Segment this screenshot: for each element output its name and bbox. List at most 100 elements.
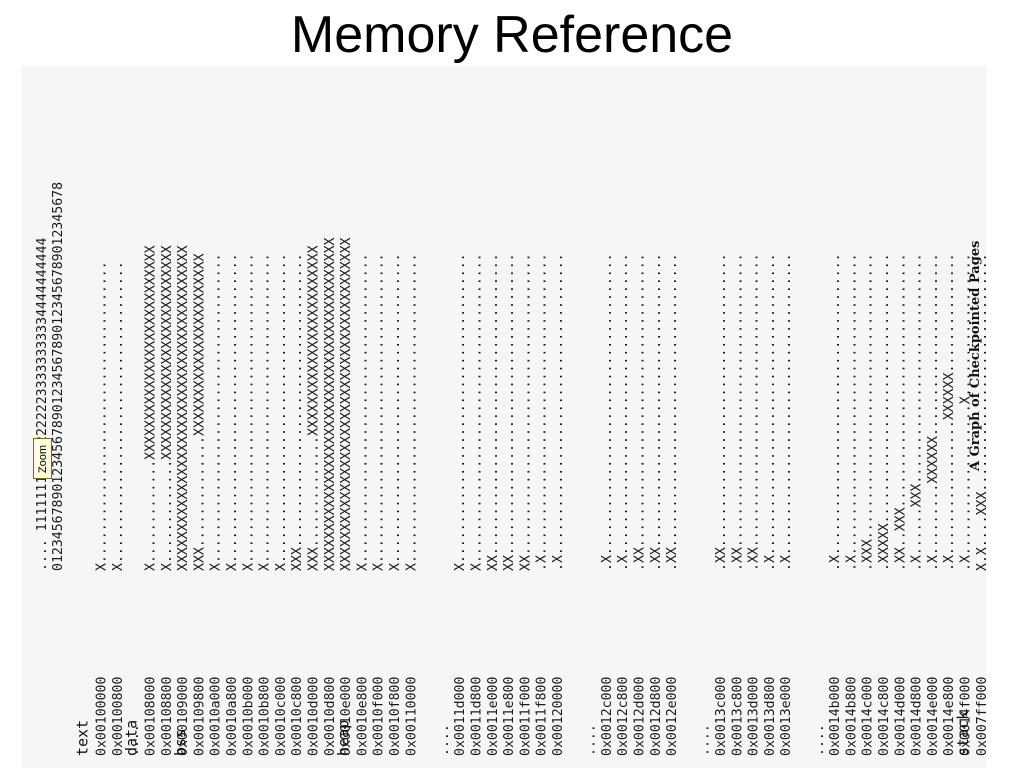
slide-title: Memory Reference <box>290 6 734 64</box>
page-access-marks: .X...................................... <box>616 253 631 571</box>
page-address: 0x0010d800 <box>323 677 338 756</box>
page-access-marks: .XX..................................... <box>665 253 680 571</box>
page-address: 0x0010b800 <box>258 677 273 756</box>
segment-label: bss <box>171 729 189 756</box>
page-address: 0x00110000 <box>404 677 419 756</box>
page-access-marks: X...................................... <box>111 261 126 571</box>
segment-label: data <box>123 720 141 756</box>
zoom-button-label: Zoom <box>36 444 49 473</box>
page-address: 0x007ff000 <box>975 677 986 756</box>
page-access-marks: X....................................... <box>209 253 224 571</box>
page-access-marks: XXX..................................... <box>290 253 305 571</box>
page-access-marks: .XX..XXX................................ <box>893 253 908 571</box>
page-address: 0x0014d000 <box>893 677 908 756</box>
page-address: 0x0010e800 <box>355 677 370 756</box>
page-access-marks: .X...................................... <box>600 253 615 571</box>
page-address: 0x00120000 <box>551 677 566 756</box>
page-access-marks: .X...................................... <box>779 253 794 571</box>
page-access-marks: X....................................... <box>404 253 419 571</box>
page-address: 0x0014b000 <box>828 677 843 756</box>
page-access-marks: .X...................................... <box>844 253 859 571</box>
page-address: 0x00108000 <box>144 677 159 756</box>
page-address: .... <box>812 724 827 756</box>
page-access-marks: X....................................... <box>372 253 387 571</box>
page-address: 0x0012d000 <box>633 677 648 756</box>
page-access-marks: .X...................................... <box>828 253 843 571</box>
page-access-marks: .X......XXX............................. <box>910 253 925 571</box>
page-access-marks: .XX..................................... <box>730 253 745 571</box>
page-address: 0x00100800 <box>111 677 126 756</box>
segment-label: heap <box>334 720 352 756</box>
page-address: 0x0012c800 <box>616 677 631 756</box>
page-access-marks: .X...................................... <box>763 253 778 571</box>
page-address: 0x00100000 <box>95 677 110 756</box>
page-address: 0x0010f000 <box>372 677 387 756</box>
page-address: .... <box>698 724 713 756</box>
page-address: 0x0011f000 <box>518 677 533 756</box>
segment-label: text <box>74 720 92 756</box>
page-access-marks: X....................................... <box>470 253 485 571</box>
page-access-marks: X.............XXXXXXXXXXXXXXXXXXXXXXXXXX… <box>144 245 159 571</box>
zoom-button[interactable]: Zoom <box>33 438 52 479</box>
page-access-marks: X.X....XXX.............................. <box>975 253 986 571</box>
page-rows: .... 11111112222222222333333333344444444… <box>35 182 986 756</box>
page-access-marks: X....................................... <box>453 253 468 571</box>
page-address: 0x0012e000 <box>665 677 680 756</box>
page-access-marks: X....................................... <box>258 253 273 571</box>
page-address: 0x0012d800 <box>649 677 664 756</box>
page-address: 0x0014b800 <box>844 677 859 756</box>
page-address: 0x0014e000 <box>926 677 941 756</box>
page-address: 0x0010c800 <box>290 677 305 756</box>
graph-caption: A Graph of Checkpointed Pages <box>968 241 983 472</box>
page-address: 0x0013e000 <box>779 677 794 756</box>
page-address: 0x0011d800 <box>470 677 485 756</box>
page-address: .... <box>127 724 142 756</box>
column-index-row: .... 11111112222222222333333333344444444… <box>35 237 50 571</box>
page-access-marks: .X.................XXXXXX............... <box>942 253 957 571</box>
page-address: 0x0010f800 <box>388 677 403 756</box>
page-access-marks: X.............XXXXXXXXXXXXXXXXXXXXXXXXXX… <box>160 245 175 571</box>
page-address: .... <box>584 724 599 756</box>
page-access-marks: .XX..................................... <box>714 253 729 571</box>
page-address: 0x0013d800 <box>763 677 778 756</box>
page-address: 0x0011d000 <box>453 677 468 756</box>
page-access-marks: XXXXXXXXXXXXXXXXXXXXXXXXXXXXXXXXXXXXXXXX… <box>323 237 338 571</box>
page-access-marks: XXX..............XXXXXXXXXXXXXXXXXXXXXXX <box>192 253 207 571</box>
page-access-marks: XX...................................... <box>518 253 533 571</box>
page-address: 0x0011f800 <box>535 677 550 756</box>
page-access-marks: .X.........XXXXXX....................... <box>926 253 941 571</box>
page-access-marks: .X...................X.................. <box>959 253 974 571</box>
page-access-marks: X....................................... <box>225 253 240 571</box>
page-address: 0x0011e800 <box>502 677 517 756</box>
page-access-marks: XXXXXXXXXXXXXXXXXXXXXXXXXXXXXXXXXXXXXXXX… <box>176 245 191 571</box>
page-access-marks: XXX..............XXXXXXXXXXXXXXXXXXXXXXX… <box>307 245 322 571</box>
page-access-marks: X....................................... <box>388 253 403 571</box>
page-address: 0x0010b000 <box>241 677 256 756</box>
page-address: 0x0013c800 <box>730 677 745 756</box>
page-address: 0x0012c000 <box>600 677 615 756</box>
page-access-marks: .X...................................... <box>551 253 566 571</box>
page-access-marks: X....................................... <box>241 253 256 571</box>
page-address: 0x0010e000 <box>339 677 354 756</box>
page-access-marks: .XX..................................... <box>633 253 648 571</box>
page-address: .... <box>437 724 452 756</box>
page-address: 0x0014c800 <box>877 677 892 756</box>
page-address: 0x0013c000 <box>714 677 729 756</box>
page-address: 0x0010a800 <box>225 677 240 756</box>
page-address: 0x00108800 <box>160 677 175 756</box>
checkpoint-graph-scan: .... 11111112222222222333333333344444444… <box>22 66 986 768</box>
page-access-marks: XX...................................... <box>502 253 517 571</box>
page-access-marks: XX...................................... <box>486 253 501 571</box>
page-address: 0x0010a000 <box>209 677 224 756</box>
page-address: 0x00109000 <box>176 677 191 756</box>
page-access-marks: .XX..................................... <box>747 253 762 571</box>
page-address: 0x0011e000 <box>486 677 501 756</box>
page-access-marks: .X...................................... <box>535 253 550 571</box>
page-address: 0x0014d800 <box>910 677 925 756</box>
page-access-marks: .XXXXX.................................. <box>877 253 892 571</box>
page-access-marks: X....................................... <box>274 253 289 571</box>
page-address: 0x0014c000 <box>861 677 876 756</box>
page-access-marks: .XXX.................................... <box>861 253 876 571</box>
page-address: 0x0013d000 <box>747 677 762 756</box>
